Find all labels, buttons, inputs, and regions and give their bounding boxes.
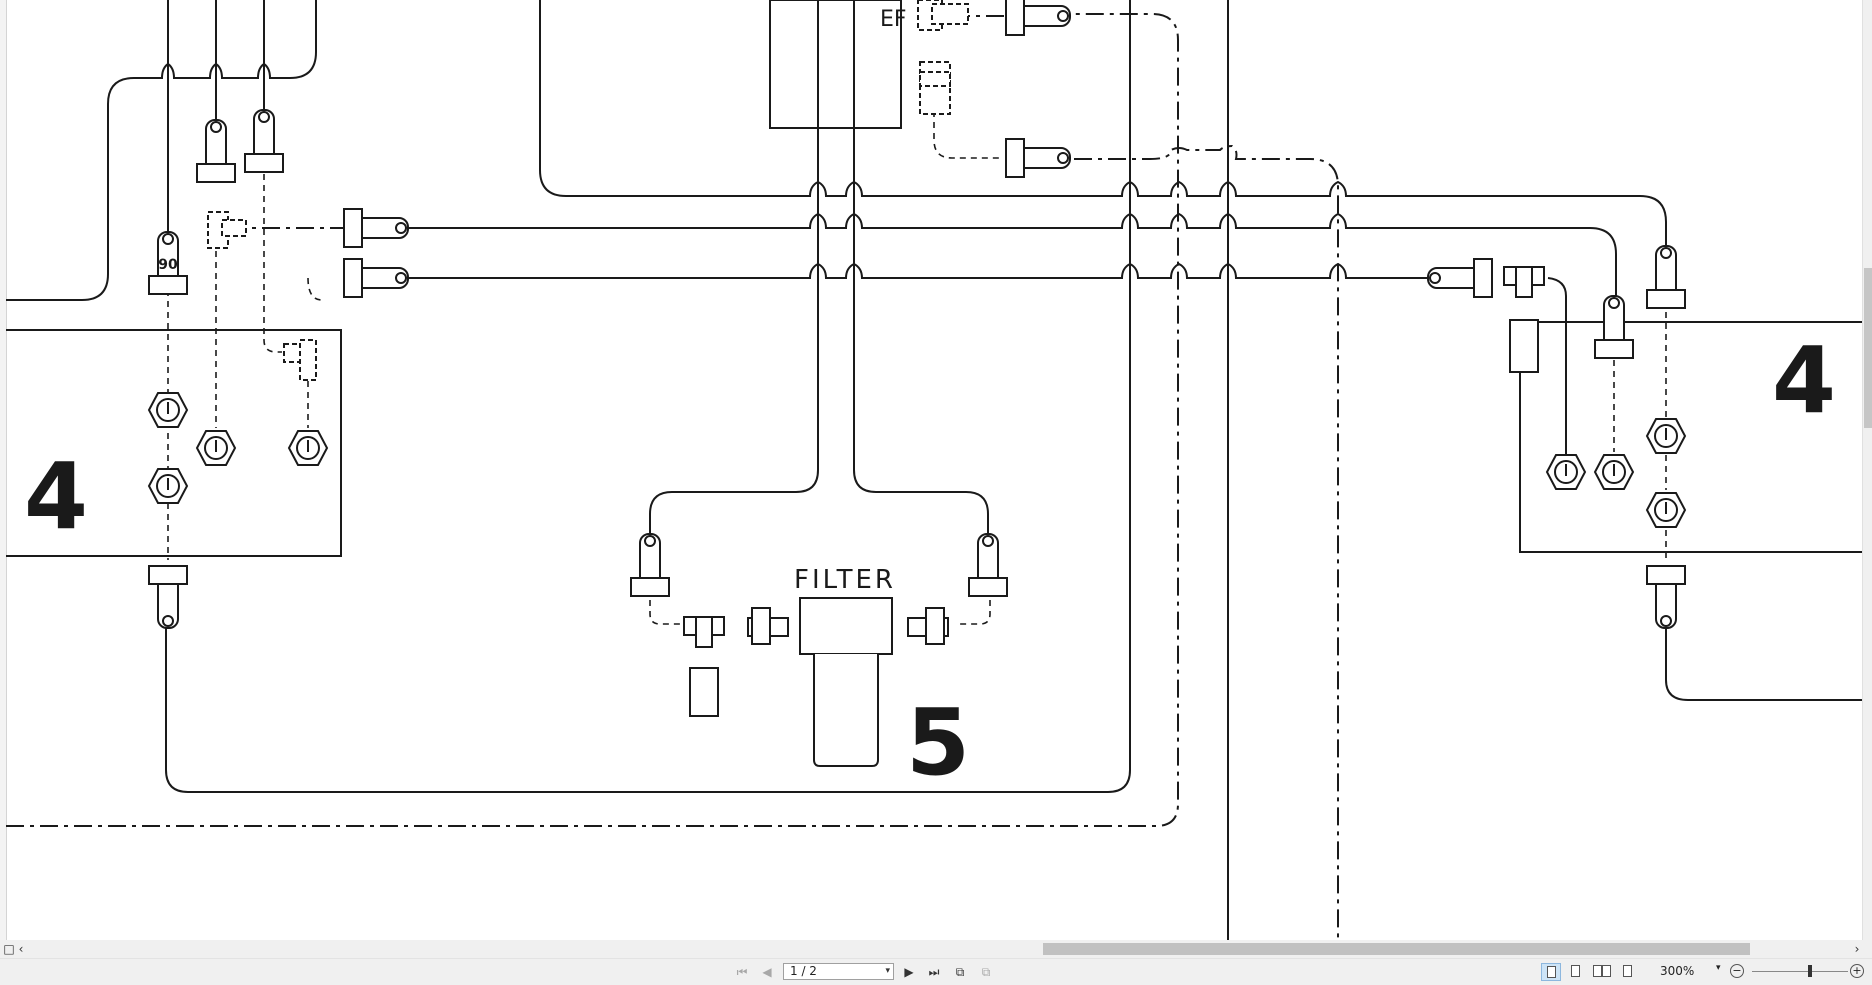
scroll-left-arrow-icon[interactable]: □ [3,942,15,956]
two-page-view-button[interactable] [1592,963,1612,981]
zoom-level[interactable]: 300% [1660,964,1695,978]
continuous-view-button[interactable] [1566,963,1586,981]
single-page-view-button[interactable] [1541,963,1561,981]
zoom-slider-thumb[interactable] [1807,965,1812,977]
page-layout-icon[interactable]: ⧉ [955,965,965,979]
callout-4-right: 4 [1772,327,1836,434]
scroll-right-icon[interactable]: › [1854,942,1860,956]
page-layout-alt-icon[interactable]: ⧉ [981,965,991,979]
zoom-slider[interactable] [1752,971,1848,972]
previous-page-icon[interactable]: ◀ [762,965,772,979]
scroll-left-icon[interactable]: ‹ [18,942,24,956]
document-viewport[interactable]: EF 90 FILTER 4 4 5 [0,0,1872,940]
vertical-scrollbar[interactable] [1862,0,1872,940]
page-number-value: 1 / 2 [790,964,817,978]
callout-4-left: 4 [24,443,88,550]
next-page-icon[interactable]: ▶ [904,965,914,979]
schematic-drawing: EF 90 FILTER 4 4 5 [6,0,1862,940]
callout-5-filter: 5 [906,689,970,796]
status-bar: ⏮ ◀ 1 / 2 ▾ ▶ ⏭ ⧉ ⧉ 300% ▾ − + [0,958,1872,985]
label-90-fitting: 90 [158,257,178,273]
label-ef: EF [880,7,907,32]
horizontal-scrollbar-thumb[interactable] [1043,943,1750,955]
horizontal-scrollbar[interactable]: □ ‹ › [0,940,1872,958]
zoom-dropdown-icon[interactable]: ▾ [1716,963,1721,973]
chevron-down-icon[interactable]: ▾ [885,966,890,976]
zoom-out-icon[interactable]: − [1730,964,1744,978]
last-page-icon[interactable]: ⏭ [928,965,940,979]
first-page-icon[interactable]: ⏮ [736,965,748,979]
label-filter: FILTER [794,565,896,595]
left-gutter [0,0,7,940]
page-number-field[interactable]: 1 / 2 ▾ [783,963,894,980]
book-view-button[interactable] [1618,963,1638,981]
vertical-scrollbar-thumb[interactable] [1864,268,1872,428]
zoom-in-icon[interactable]: + [1850,964,1864,978]
